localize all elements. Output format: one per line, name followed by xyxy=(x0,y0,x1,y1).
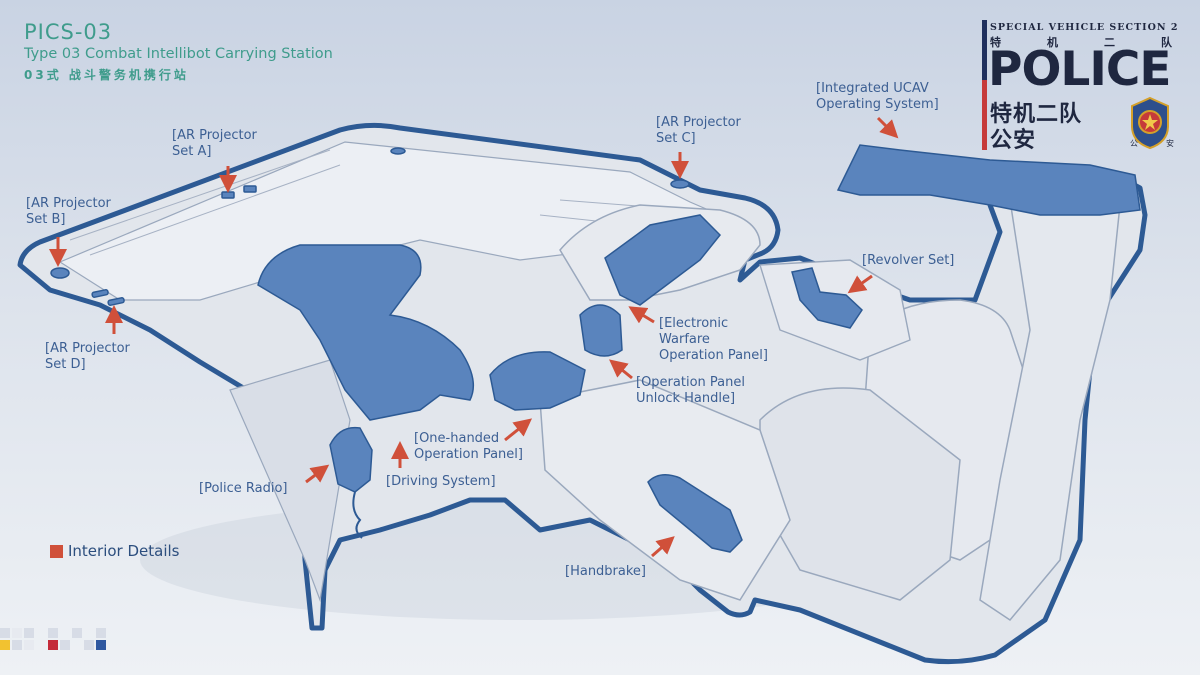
radio-cable xyxy=(352,491,363,539)
unlock-handle-part xyxy=(579,304,623,357)
logo-top-cn-1: 特 xyxy=(990,36,1001,49)
logo-top-cn-3: 二 xyxy=(1104,36,1115,49)
logo-bar-red xyxy=(982,80,987,150)
label-ar-projector-b: [AR Projector Set B] xyxy=(26,196,111,227)
police-badge-icon xyxy=(1131,96,1169,150)
logo-top-line: SPECIAL VEHICLE SECTION 2 xyxy=(990,22,1179,33)
logo-badge-caption: 公 安 xyxy=(1130,138,1174,149)
label-revolver-set: [Revolver Set] xyxy=(862,253,955,268)
ucav-panel-part xyxy=(836,144,1141,216)
highlighted-parts xyxy=(50,144,1141,553)
revolver-part xyxy=(791,267,863,329)
arrow-one-handed xyxy=(504,418,533,442)
arrow-unlock xyxy=(609,359,633,380)
steering-wheel-part xyxy=(257,244,475,421)
doc-code: PICS-03 xyxy=(24,20,113,44)
label-unlock-handle: [Operation Panel Unlock Handle] xyxy=(636,375,745,406)
police-logo: SPECIAL VEHICLE SECTION 2 特 机 二 队 POLICE… xyxy=(982,20,1182,155)
logo-bar-navy xyxy=(982,20,987,80)
label-ar-projector-d: [AR Projector Set D] xyxy=(45,341,130,372)
logo-top-cn: 特 机 二 队 xyxy=(990,34,1172,50)
legend-swatch xyxy=(50,544,63,558)
label-one-handed-panel: [One-handed Operation Panel] xyxy=(414,431,523,462)
ar-projector-b-part xyxy=(50,267,70,279)
annotation-arrows xyxy=(49,116,899,558)
logo-badge-cn-1: 公 xyxy=(1130,139,1138,148)
logo-badge-cn-2: 安 xyxy=(1166,139,1174,148)
arrow-radio xyxy=(305,464,330,484)
logo-cn-line1: 特机二队 xyxy=(990,102,1083,127)
legend: Interior Details xyxy=(50,542,180,560)
label-driving-system: [Driving System] xyxy=(386,474,496,489)
ar-projector-d-part-2 xyxy=(107,297,125,306)
doc-title-en: Type 03 Combat Intellibot Carrying Stati… xyxy=(24,46,333,62)
label-ar-projector-a: [AR Projector Set A] xyxy=(172,128,257,159)
one-handed-panel-part xyxy=(489,351,586,411)
logo-top-cn-4: 队 xyxy=(1161,36,1172,49)
ar-projector-d-part-1 xyxy=(91,289,109,298)
ar-projector-c-part xyxy=(670,179,690,189)
logo-cn-line2: 公安 xyxy=(990,128,1037,153)
seat-cushion xyxy=(759,387,961,601)
ar-projector-a-part-1 xyxy=(221,191,235,199)
arrow-ucav xyxy=(876,116,899,139)
label-ew-panel: [Electronic Warfare Operation Panel] xyxy=(659,316,768,363)
doc-title-cn: 03式 战斗警务机携行站 xyxy=(24,68,189,82)
arrow-ew xyxy=(628,306,655,324)
arrow-handbrake xyxy=(651,536,675,558)
ar-projector-a-part-2 xyxy=(243,185,257,193)
handbrake-part xyxy=(647,474,743,553)
logo-top-cn-2: 机 xyxy=(1047,36,1058,49)
dash-vent-strip xyxy=(69,149,691,256)
label-ar-projector-c: [AR Projector Set C] xyxy=(656,115,741,146)
label-handbrake: [Handbrake] xyxy=(565,564,647,579)
legend-label: Interior Details xyxy=(68,542,180,560)
ew-panel-part xyxy=(604,214,722,306)
pixel-pattern xyxy=(0,628,106,650)
police-radio-part xyxy=(329,426,373,493)
arrow-revolver xyxy=(847,274,873,294)
logo-wordmark: POLICE xyxy=(988,42,1171,97)
ar-projector-top-part xyxy=(390,147,406,155)
label-police-radio: [Police Radio] xyxy=(199,481,288,496)
label-ucav-system: [Integrated UCAV Operating System] xyxy=(816,81,939,112)
